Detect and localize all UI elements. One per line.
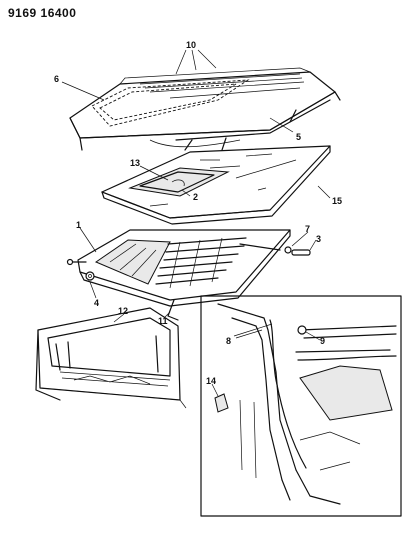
detail-inset xyxy=(200,295,402,517)
callout-11: 11 xyxy=(158,316,168,326)
rear-body-opening xyxy=(35,307,187,409)
callout-14: 14 xyxy=(206,376,216,386)
callout-4: 4 xyxy=(94,298,99,308)
callout-5: 5 xyxy=(296,132,301,142)
fastener-part-4 xyxy=(85,271,95,281)
headliner-panel xyxy=(101,145,331,225)
callout-2: 2 xyxy=(193,192,198,202)
callout-9: 9 xyxy=(320,336,325,346)
callout-7: 7 xyxy=(305,224,310,234)
callout-8: 8 xyxy=(226,336,231,346)
diagram-title: 9169 16400 xyxy=(8,6,77,20)
clip-part-7 xyxy=(284,246,292,254)
callout-12: 12 xyxy=(118,306,128,316)
callout-6: 6 xyxy=(54,74,59,84)
vehicle-roof xyxy=(69,67,341,151)
callout-1: 1 xyxy=(76,220,81,230)
callout-13: 13 xyxy=(130,158,140,168)
callout-15: 15 xyxy=(332,196,342,206)
callout-3: 3 xyxy=(316,234,321,244)
bolt-part-3 xyxy=(291,249,311,256)
callout-10: 10 xyxy=(186,40,196,50)
sunroof-frame-assembly xyxy=(66,229,291,321)
